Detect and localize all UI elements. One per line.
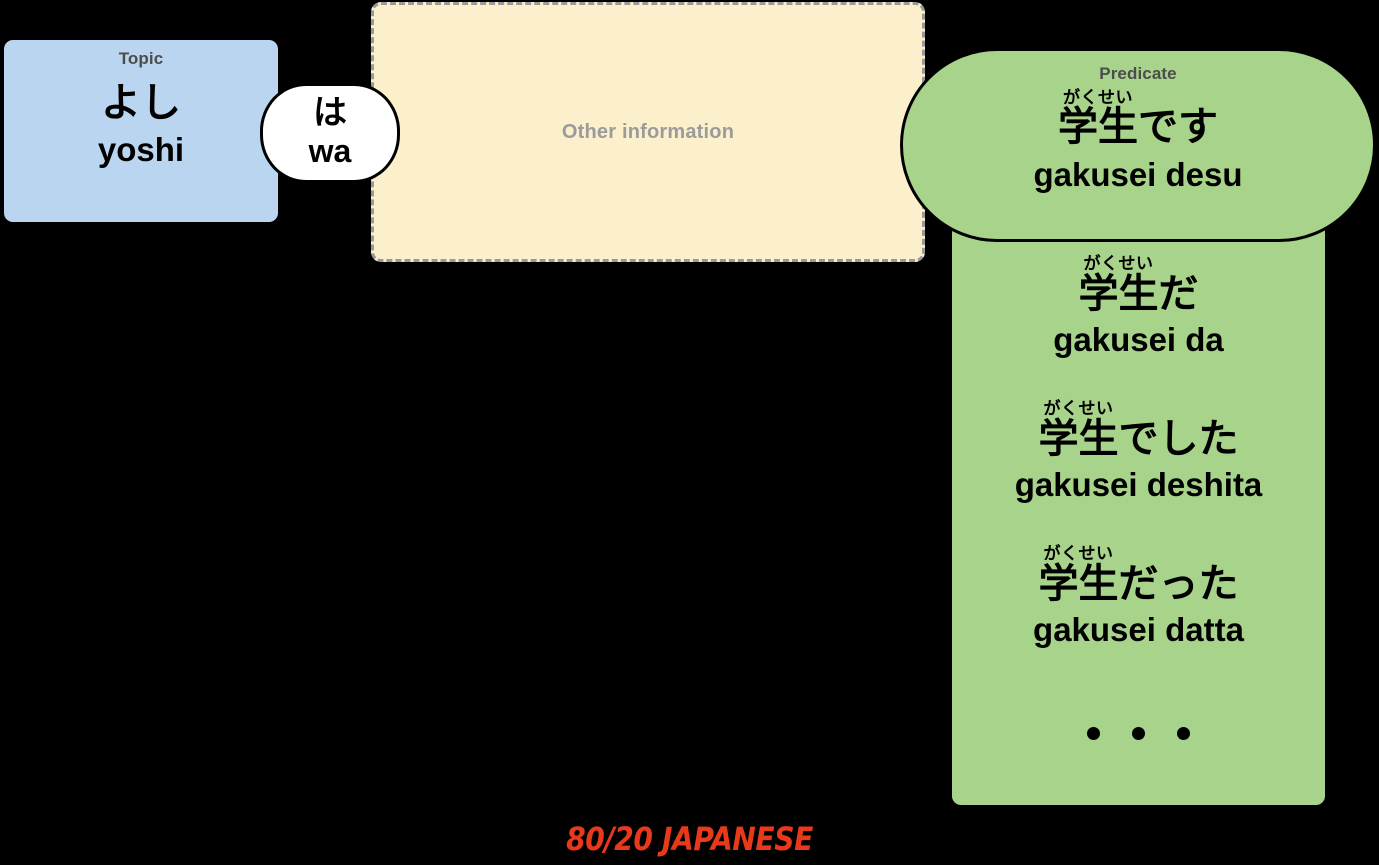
furigana-text: がくせい	[1043, 398, 1114, 418]
kana-tail-text: です	[1138, 105, 1218, 150]
kanji-text: 学生	[1058, 105, 1138, 150]
predicate-label: Predicate	[1099, 64, 1177, 83]
topic-japanese-text: よし	[101, 80, 181, 125]
predicate-variant: がくせい 学生 だ gakusei da	[952, 255, 1325, 360]
predicate-variants-list: がくせい 学生 だ gakusei da がくせい 学生 でした gakusei…	[952, 150, 1325, 741]
predicate-variant-japanese: がくせい 学生 でした	[1038, 398, 1239, 461]
particle-bubble-wa: は wa	[260, 83, 400, 183]
predicate-variant-japanese: がくせい 学生 だ	[1078, 254, 1199, 316]
predicate-variant: がくせい 学生 でした gakusei deshita	[952, 398, 1325, 505]
predicate-variant-romaji: gakusei da	[1053, 321, 1224, 359]
topic-label: Topic	[118, 49, 164, 68]
ellipsis-dot	[1132, 727, 1145, 741]
ruby-group: がくせい 学生	[1038, 398, 1119, 461]
other-information-label: Other information	[561, 120, 735, 143]
ruby-group: がくせい 学生	[1058, 87, 1138, 150]
brand-watermark: 80/20 JAPANESE	[566, 820, 813, 858]
furigana-text: がくせい	[1043, 543, 1114, 563]
other-information-box: Other information	[371, 2, 925, 262]
furigana-text: がくせい	[1083, 254, 1154, 273]
ellipsis-indicator	[1087, 727, 1190, 741]
predicate-variant-romaji: gakusei deshita	[1014, 466, 1263, 504]
ruby-group: がくせい 学生	[1038, 543, 1119, 606]
predicate-main-romaji: gakusei desu	[1033, 155, 1243, 193]
kana-tail-text: でした	[1118, 416, 1239, 461]
kana-tail-text: だった	[1118, 561, 1239, 606]
ellipsis-dot	[1177, 727, 1190, 741]
ellipsis-dot	[1087, 727, 1100, 741]
kanji-text: 学生	[1038, 416, 1119, 461]
kana-tail-text: だ	[1158, 271, 1199, 316]
furigana-text: がくせい	[1063, 87, 1133, 107]
particle-japanese-text: は	[313, 94, 347, 133]
predicate-variants-panel: がくせい 学生 だ gakusei da がくせい 学生 でした gakusei…	[952, 150, 1325, 805]
kanji-text: 学生	[1078, 271, 1159, 316]
ruby-group: がくせい 学生	[1078, 254, 1159, 316]
predicate-main-japanese: がくせい 学生 です	[1058, 87, 1218, 150]
topic-romaji-text: yoshi	[97, 130, 185, 168]
predicate-variant-romaji: gakusei datta	[1033, 610, 1244, 648]
predicate-variant-japanese: がくせい 学生 だった	[1038, 543, 1239, 606]
topic-box: Topic よし yoshi	[4, 40, 278, 222]
predicate-pill: Predicate がくせい 学生 です gakusei desu	[900, 48, 1376, 242]
predicate-variant: がくせい 学生 だった gakusei datta	[952, 543, 1325, 650]
kanji-text: 学生	[1038, 561, 1119, 606]
particle-romaji-text: wa	[308, 133, 352, 170]
